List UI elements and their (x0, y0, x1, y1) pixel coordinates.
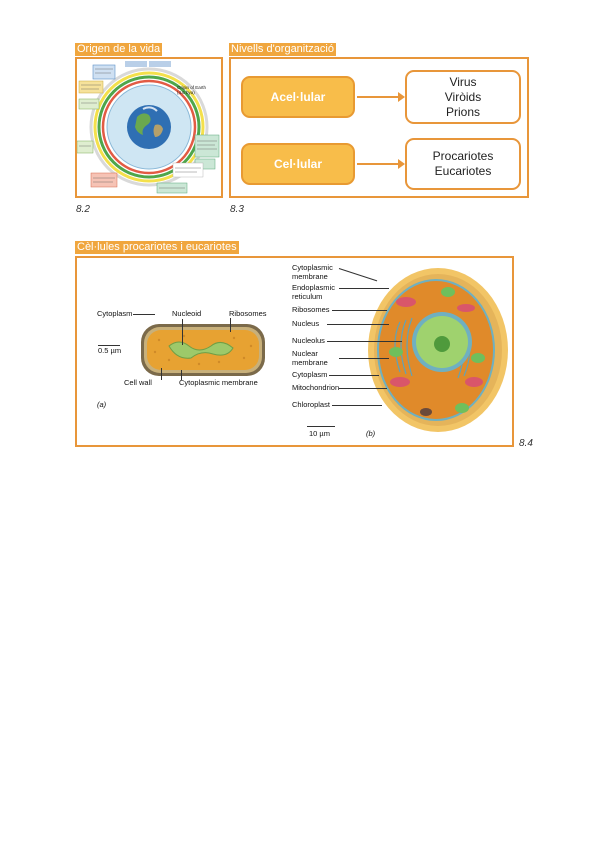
cellular-box: Cel·lular (241, 143, 355, 185)
levels-heading: Nivells d'organització (229, 43, 336, 56)
eukaryote-label-ribosomes: Ribosomes (292, 305, 330, 314)
prokaryote-scale-bar (98, 345, 120, 346)
leader-ribosomes (230, 318, 231, 332)
origin-panel: Origin of Earth (4.6 bya) (75, 57, 223, 198)
cells-figure-number: 8.4 (519, 438, 533, 449)
eukaryote-label-chloroplast: Chloroplast (292, 400, 330, 409)
leader-euk-5 (327, 341, 402, 342)
origin-of-life-diagram: Origin of Earth (4.6 bya) (77, 61, 220, 194)
eukaryote-panel-label: (b) (366, 429, 376, 438)
prokaryote-label-cytoplasm: Cytoplasm (97, 309, 133, 318)
acellular-label: Acel·lular (270, 90, 326, 104)
acellular-item-virus: Virus (449, 74, 477, 89)
acellular-arrow (357, 92, 405, 102)
leader-cytoplasm (133, 314, 155, 315)
leader-euk-7 (329, 375, 379, 376)
eukaryote-cell-diagram (368, 268, 508, 432)
leader-euk-8 (339, 388, 387, 389)
eukaryote-label-cytoplasm: Cytoplasm (292, 370, 328, 379)
earth-icon (127, 105, 171, 149)
prokaryote-panel-label: (a) (97, 400, 107, 409)
origin-figure-number: 8.2 (76, 204, 90, 215)
prokaryote-label-scale: 0.5 µm (98, 346, 122, 355)
eukaryote-label-cytoplasmic-membrane: Cytoplasmic membrane (292, 263, 333, 281)
prokaryote-label-ribosomes: Ribosomes (229, 309, 267, 318)
eukaryote-label-scale: 10 µm (309, 429, 330, 438)
acellular-item-prions: Prions (445, 104, 480, 119)
prokaryote-cell-diagram (141, 324, 265, 376)
leader-euk-4 (327, 324, 389, 325)
eukaryote-label-nucleolus: Nucleolus (292, 336, 325, 345)
eukaryote-label-nuclear-membrane: Nuclear membrane (292, 349, 328, 367)
origin-center-label-line-1: Origin of Earth (177, 85, 207, 90)
leader-cytoplasmic-membrane (181, 370, 182, 380)
origin-heading: Origen de la vida (75, 43, 163, 56)
leader-euk-3 (332, 310, 387, 311)
leader-euk-2 (339, 288, 389, 289)
prokaryote-label-cell-wall: Cell wall (124, 378, 152, 387)
cellular-item-prokaryotes: Procariotes (432, 149, 494, 163)
levels-figure-number: 8.3 (230, 204, 244, 215)
cellular-item-eukaryotes: Eucariotes (434, 164, 492, 178)
origin-center-label-line-2: (4.6 bya) (177, 90, 195, 95)
cells-panel: Cytoplasm Nucleoid Ribosomes 0.5 µm Cell… (75, 256, 514, 447)
eukaryote-label-mitochondrion: Mitochondrion (292, 383, 340, 392)
acellular-box: Acel·lular (241, 76, 355, 118)
eukaryote-label-nucleus: Nucleus (292, 319, 320, 328)
cellular-items-box: Procariotes Eucariotes (405, 138, 521, 190)
cellular-label: Cel·lular (273, 157, 322, 171)
cellular-arrow (357, 159, 405, 169)
prokaryote-label-nucleoid: Nucleoid (172, 309, 202, 318)
leader-nucleoid (182, 319, 183, 345)
levels-panel: Acel·lular Virus Viròids Prions Cel·lula… (229, 57, 529, 198)
cells-heading: Cèl·lules procariotes i eucariotes (75, 241, 239, 254)
acellular-items-box: Virus Viròids Prions (405, 70, 521, 124)
leader-euk-9 (332, 405, 382, 406)
acellular-item-viroids: Viròids (444, 89, 482, 104)
prokaryote-label-cytoplasmic-membrane: Cytoplasmic membrane (179, 378, 258, 387)
leader-cell-wall (161, 368, 162, 380)
leader-euk-6 (339, 358, 389, 359)
eukaryote-label-er: Endoplasmic reticulum (292, 283, 335, 301)
eukaryote-scale-bar (307, 426, 335, 427)
